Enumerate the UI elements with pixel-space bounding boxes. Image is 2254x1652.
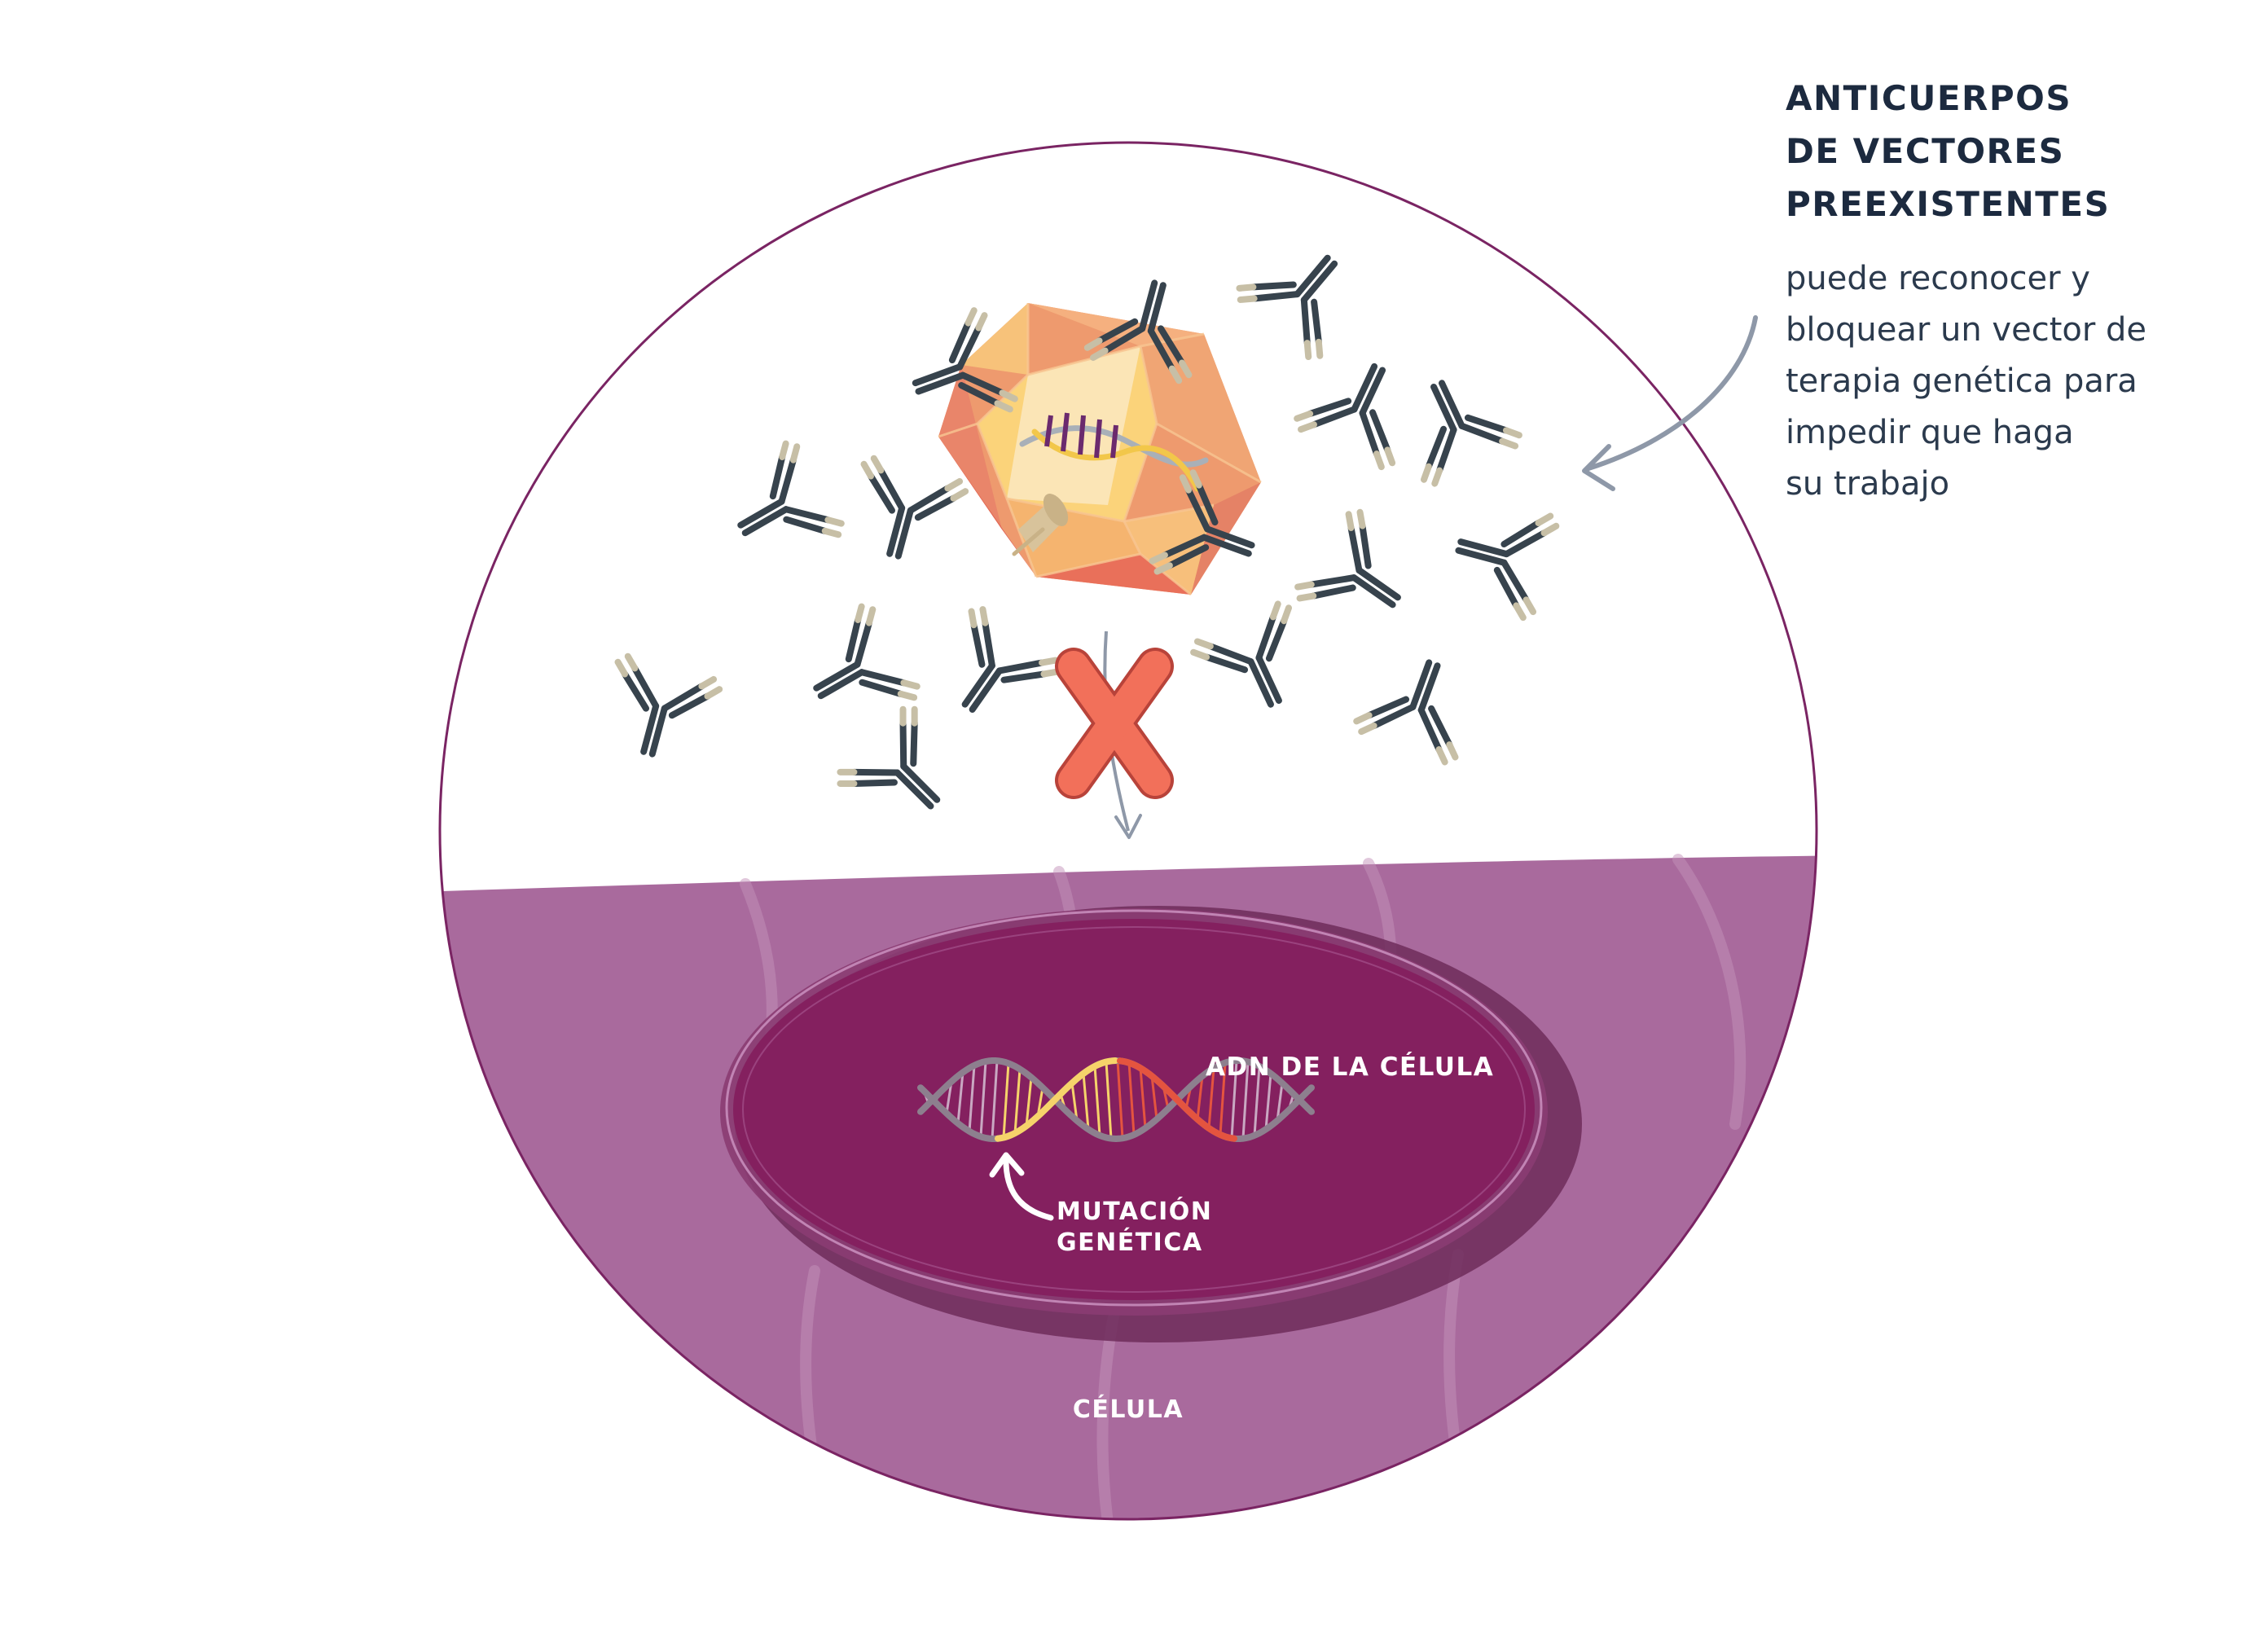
callout-body-line2: bloquear un vector de [1786,311,2146,349]
antibody-icon [1420,380,1522,487]
dna-helix-icon [917,1057,1315,1143]
callout-title-line3: PREEXISTENTES [1786,184,2110,224]
callout-body-line3: terapia genética para [1786,362,2138,400]
antibody-icon [1294,362,1396,471]
callout-body-line4: impedir que haga [1786,414,2074,451]
callout-title-line2: DE VECTORES [1786,131,2064,171]
antibody-icon [813,603,920,701]
antibody-icon [1083,279,1193,384]
antibody-icon [1353,659,1459,766]
mutation-arrow [1003,1158,1054,1221]
callout-arrow [1586,315,1758,471]
antibody-icon [912,307,1018,413]
antibody-icon [961,606,1061,713]
antibody-icon [860,455,969,560]
mutation-label-line1: MUTACIÓN [1057,1196,1212,1226]
antibody-icon [1294,508,1401,609]
callout-body-line1: puede reconocer y [1786,260,2090,297]
viral-vector-icosahedron-icon [938,303,1262,596]
nucleus [720,906,1582,1342]
antibody-icon [1455,512,1560,622]
cell-dna-label: ADN DE LA CÉLULA [1206,1052,1494,1082]
cell-label: CÉLULA [1073,1395,1184,1424]
mutation-label-line2: GENÉTICA [1057,1228,1203,1257]
antibody-icon [737,440,845,538]
antibody-icon [1236,254,1338,361]
block-x-icon [1055,648,1174,799]
antibody-cloud [614,254,1560,810]
antibody-icon [1190,600,1293,708]
callout-arrow-head [1582,444,1615,491]
antibody-icon [1149,469,1255,575]
callout-body-line5: su trabajo [1786,465,1949,503]
cell-membrane-outline [438,141,1818,1521]
callout-title-line1: ANTICUERPOS [1786,78,2072,118]
antibody-icon [614,652,723,758]
mutation-arrow-head [989,1152,1025,1178]
antibody-icon [837,705,941,810]
entry-arrow-head [1114,814,1142,839]
